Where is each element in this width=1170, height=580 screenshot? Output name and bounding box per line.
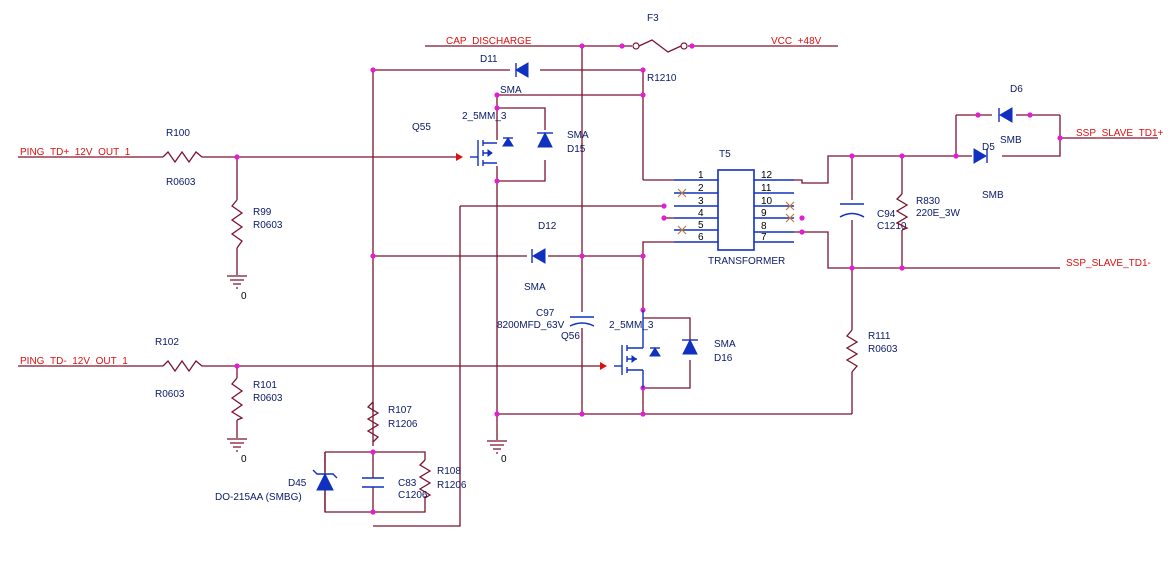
d15-ref: D15 bbox=[567, 144, 586, 155]
diode-d15: SMA D15 bbox=[537, 130, 589, 155]
d5-pkg: SMB bbox=[982, 190, 1004, 201]
d45-ref: D45 bbox=[288, 478, 307, 489]
c97-value: 8200MFD_63V bbox=[497, 320, 565, 331]
net-label-ping-td-plus: PING_TD+_12V_OUT_1 bbox=[20, 147, 131, 158]
capacitor-c83: C83 C1206 bbox=[362, 477, 428, 501]
r108-ref: R108 bbox=[437, 466, 461, 477]
junctions bbox=[234, 43, 1063, 515]
r108-pkg: R1206 bbox=[437, 480, 467, 491]
q55-pkg: 2_5MM_3 bbox=[462, 111, 507, 122]
c94-ref: C94 bbox=[877, 209, 896, 220]
d6-ref: D6 bbox=[1010, 84, 1023, 95]
d6-pkg: SMB bbox=[1000, 135, 1022, 146]
d16-pkg: SMA bbox=[714, 339, 736, 350]
resistor-r111: R111 R0603 bbox=[845, 329, 898, 373]
r101-pkg: R0603 bbox=[253, 393, 283, 404]
net-label-vcc-48v: VCC_+48V bbox=[771, 36, 822, 47]
t5-pin-1: 1 bbox=[698, 170, 704, 181]
r830-value: 220E_3W bbox=[916, 208, 960, 219]
t5-pin-4: 4 bbox=[698, 208, 704, 219]
diode-d16: SMA D16 bbox=[682, 338, 736, 364]
t5-pin-12: 12 bbox=[761, 170, 773, 181]
q56-ref: Q56 bbox=[561, 331, 580, 342]
d15-pkg: SMA bbox=[567, 130, 589, 141]
t5-pin-9: 9 bbox=[761, 208, 767, 219]
net-label-ping-td-minus: PING_TD-_12V_OUT_1 bbox=[20, 356, 128, 367]
d12-ref: D12 bbox=[538, 221, 557, 232]
net-label-cap-discharge: CAP_DISCHARGE bbox=[446, 36, 532, 47]
r101-ref: R101 bbox=[253, 380, 277, 391]
mosfet-q55: Q55 2_5MM_3 bbox=[412, 111, 514, 166]
resistor-r102: R102 R0603 bbox=[155, 337, 207, 400]
net-label-ssp-slave-td1-minus: SSP_SLAVE_TD1- bbox=[1066, 258, 1151, 269]
d11-ref: D11 bbox=[480, 54, 498, 65]
r111-pkg: R0603 bbox=[868, 344, 898, 355]
resistor-r99: R99 R0603 bbox=[230, 199, 283, 249]
f3-ref: F3 bbox=[647, 13, 659, 24]
r102-pkg: R0603 bbox=[155, 389, 185, 400]
r111-ref: R111 bbox=[868, 331, 891, 342]
resistor-r107: R107 R1206 bbox=[366, 401, 418, 443]
ground-label: 0 bbox=[241, 454, 247, 465]
ground-label: 0 bbox=[501, 454, 507, 465]
diode-d11: D11 SMA R1210 bbox=[480, 54, 677, 96]
mosfet-q56: Q56 2_5MM_3 bbox=[561, 310, 661, 388]
net-label-ssp-slave-td1-plus: SSP_SLAVE_TD1+ bbox=[1076, 128, 1164, 139]
r1210-pkg: R1210 bbox=[647, 73, 677, 84]
r99-pkg: R0603 bbox=[253, 220, 283, 231]
ground-label: 0 bbox=[241, 291, 247, 302]
c83-pkg: C1206 bbox=[398, 490, 428, 501]
ground-symbol: 0 bbox=[227, 275, 247, 302]
q56-pkg: 2_5MM_3 bbox=[609, 320, 654, 331]
c97-ref: C97 bbox=[536, 308, 555, 319]
t5-ref: T5 bbox=[719, 149, 731, 160]
r100-ref: R100 bbox=[166, 128, 190, 139]
wires bbox=[18, 45, 1158, 527]
resistor-r100: R100 R0603 bbox=[162, 128, 207, 188]
t5-pin-6: 6 bbox=[698, 232, 704, 243]
r107-ref: R107 bbox=[388, 405, 412, 416]
d12-pkg: SMA bbox=[524, 282, 546, 293]
r102-ref: R102 bbox=[155, 337, 179, 348]
d16-ref: D16 bbox=[714, 353, 733, 364]
d5-ref: D5 bbox=[982, 142, 995, 153]
capacitor-c94: C94 C1210 bbox=[838, 200, 907, 232]
r100-pkg: R0603 bbox=[166, 177, 196, 188]
ground-symbol: 0 bbox=[227, 438, 247, 465]
diode-d5: D5 SMB bbox=[973, 142, 1004, 201]
d11-pkg: SMA bbox=[500, 85, 522, 96]
t5-pin-5: 5 bbox=[698, 220, 704, 231]
q55-ref: Q55 bbox=[412, 122, 431, 133]
r107-pkg: R1206 bbox=[388, 419, 418, 430]
tvs-diode-d45: D45 DO-215AA (SMBG) bbox=[215, 452, 338, 512]
t5-pin-7: 7 bbox=[761, 232, 767, 243]
t5-name: TRANSFORMER bbox=[708, 256, 785, 267]
d45-pkg: DO-215AA (SMBG) bbox=[215, 492, 302, 503]
resistor-r108: R108 R1206 bbox=[418, 459, 467, 499]
resistor-r830: R830 220E_3W bbox=[895, 193, 960, 231]
diode-d12: D12 SMA bbox=[524, 221, 557, 293]
t5-pin-2: 2 bbox=[698, 183, 704, 194]
ground-symbol: 0 bbox=[487, 440, 507, 465]
r830-ref: R830 bbox=[916, 196, 940, 207]
diode-d6: D6 SMB bbox=[998, 84, 1023, 146]
capacitor-c97: C97 8200MFD_63V bbox=[497, 308, 596, 331]
resistor-r101: R101 R0603 bbox=[230, 377, 283, 421]
t5-pin-3: 3 bbox=[698, 196, 704, 207]
c83-ref: C83 bbox=[398, 478, 417, 489]
c94-pkg: C1210 bbox=[877, 221, 907, 232]
t5-pin-10: 10 bbox=[761, 196, 773, 207]
r99-ref: R99 bbox=[253, 207, 272, 218]
t5-pin-11: 11 bbox=[761, 183, 772, 194]
transformer-t5: 1 2 3 4 5 6 12 11 10 9 8 7 T5 TRANSFORME… bbox=[674, 149, 795, 267]
t5-pin-8: 8 bbox=[761, 221, 767, 232]
fuse-f3: F3 bbox=[632, 13, 688, 53]
